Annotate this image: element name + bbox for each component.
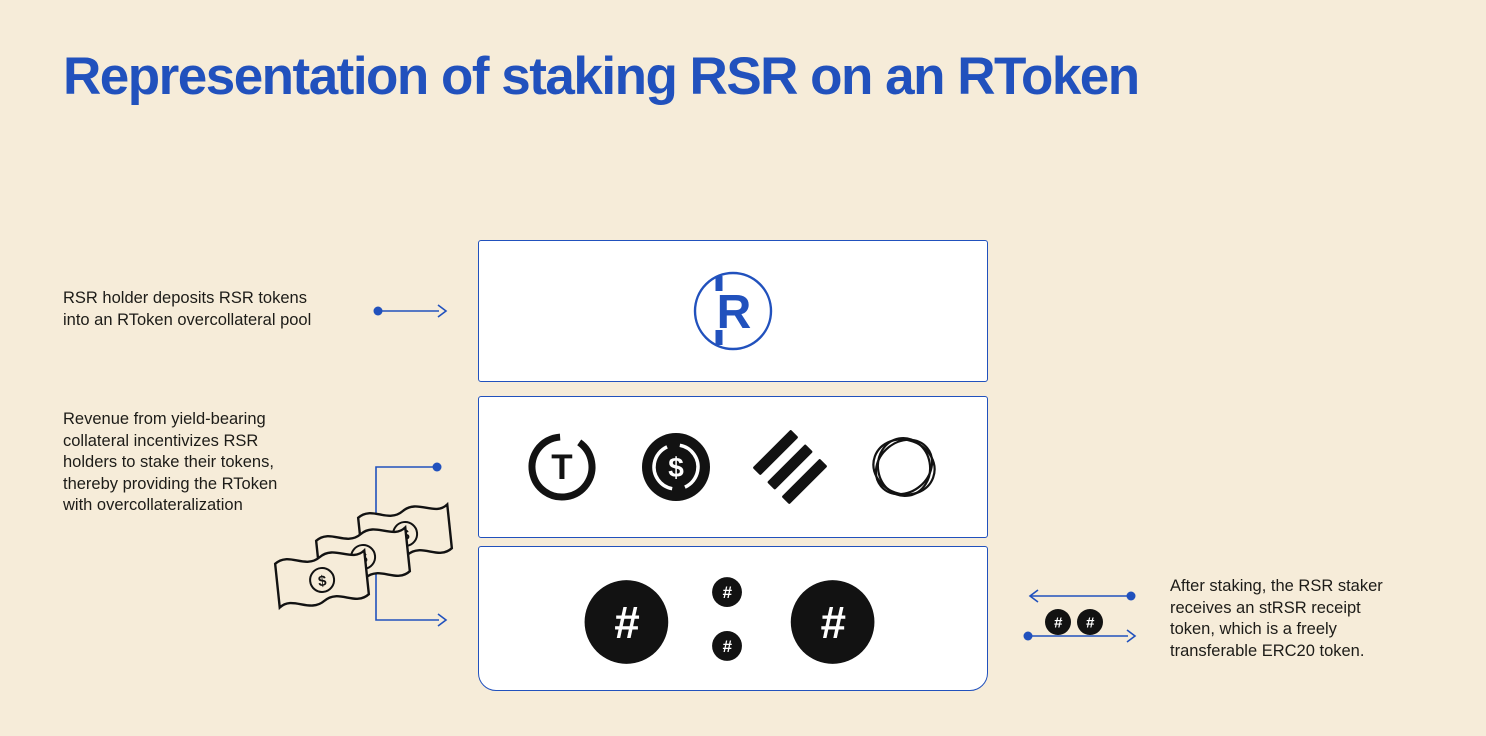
strsr-left-arrow bbox=[1028, 589, 1136, 603]
rtoken-icon: R bbox=[693, 271, 773, 351]
revenue-annotation: Revenue from yield-bearing collateral in… bbox=[63, 409, 277, 517]
text-line: Revenue from yield-bearing bbox=[63, 410, 266, 428]
collateral-box: T $ bbox=[478, 396, 988, 538]
deposit-arrow bbox=[373, 304, 448, 318]
tusd-glyph: T bbox=[551, 448, 572, 487]
strsr-receipt-coins: # # bbox=[1045, 609, 1103, 635]
strsr-hash-coin-icon: # bbox=[1045, 609, 1071, 635]
revenue-connector bbox=[375, 462, 448, 627]
hash-glyph: # bbox=[1054, 615, 1063, 632]
hash-glyph: # bbox=[820, 597, 846, 648]
receipt-annotation: After staking, the RSR staker receives a… bbox=[1170, 576, 1383, 662]
text-line: transferable ERC20 token. bbox=[1170, 641, 1365, 660]
strsr-coins: # # # # bbox=[584, 577, 875, 664]
text-line: After staking, the RSR staker bbox=[1170, 577, 1383, 595]
usdc-glyph: $ bbox=[668, 452, 684, 483]
text-line: RSR holder deposits RSR tokens bbox=[63, 289, 307, 307]
strsr-hash-coin-icon: # bbox=[584, 580, 669, 664]
text-line: holders to stake their tokens, bbox=[63, 453, 274, 471]
pax-icon bbox=[872, 436, 936, 498]
hash-glyph: # bbox=[722, 637, 732, 656]
busd-icon bbox=[753, 430, 827, 504]
rtoken-pool-box: R bbox=[478, 240, 988, 382]
rtoken-glyph: R bbox=[717, 286, 752, 339]
text-line: token, which is a freely bbox=[1170, 620, 1337, 638]
hash-glyph: # bbox=[722, 583, 732, 602]
diagram-title: Representation of staking RSR on an RTok… bbox=[63, 47, 1140, 106]
collateral-icons-row: T $ bbox=[524, 429, 942, 505]
deposit-annotation: RSR holder deposits RSR tokens into an R… bbox=[63, 288, 311, 331]
strsr-box: # # # # bbox=[478, 546, 988, 691]
dollar-glyph: $ bbox=[358, 550, 369, 568]
strsr-hash-coin-icon: # bbox=[790, 580, 875, 664]
strsr-hash-coin-icon: # bbox=[712, 630, 742, 661]
dollar-glyph: $ bbox=[317, 573, 328, 591]
hash-glyph: # bbox=[614, 597, 640, 648]
money-bills-icon: $ $ $ bbox=[273, 501, 454, 611]
usdc-icon: $ bbox=[642, 433, 710, 501]
dollar-glyph: $ bbox=[400, 527, 411, 545]
text-line: with overcollateralization bbox=[63, 496, 243, 514]
text-line: collateral incentivizes RSR bbox=[63, 431, 259, 450]
text-line: receives an stRSR receipt bbox=[1170, 598, 1361, 617]
tusd-icon: T bbox=[528, 433, 596, 501]
text-line: thereby providing the RToken bbox=[63, 474, 278, 493]
text-line: into an RToken overcollateral pool bbox=[63, 310, 312, 329]
hash-glyph: # bbox=[1086, 615, 1095, 632]
strsr-hash-coin-icon: # bbox=[712, 577, 742, 608]
strsr-right-arrow bbox=[1023, 629, 1137, 643]
strsr-hash-coin-icon: # bbox=[1077, 609, 1103, 635]
